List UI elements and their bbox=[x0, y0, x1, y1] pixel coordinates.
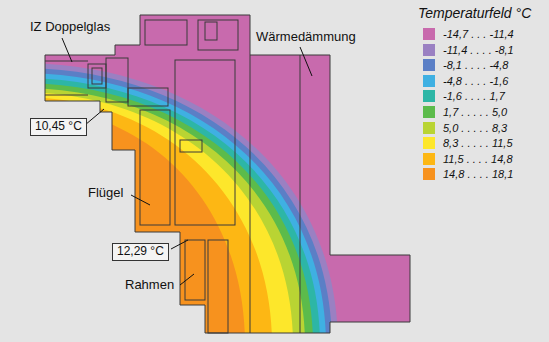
leader-line bbox=[180, 274, 194, 285]
sash-chamber bbox=[106, 58, 128, 102]
frame-chamber bbox=[205, 22, 217, 40]
band bbox=[20, 0, 549, 342]
legend-text: -4,8 . . . . -1,6 bbox=[443, 74, 508, 88]
band bbox=[20, 0, 549, 342]
glass-pane bbox=[45, 95, 88, 96]
frame-chamber bbox=[180, 140, 202, 152]
temperature-box: 12,29 °C bbox=[112, 243, 169, 261]
band bbox=[20, 0, 549, 342]
frame-chamber bbox=[198, 20, 238, 50]
leader-line bbox=[171, 240, 188, 249]
band bbox=[20, 0, 549, 342]
legend-swatch bbox=[423, 153, 435, 165]
legend-text: -1,6 . . . . 1,7 bbox=[443, 89, 505, 103]
profile-outlines bbox=[45, 15, 410, 333]
frame-edge bbox=[250, 55, 251, 333]
legend-text: 14,8 . . . . 18,1 bbox=[443, 167, 513, 181]
band bbox=[20, 0, 549, 342]
legend-title: Temperaturfeld °C bbox=[418, 5, 531, 21]
legend-text: -14,7 . . . -11,4 bbox=[443, 27, 514, 41]
section-outline bbox=[45, 15, 410, 333]
legend-swatch bbox=[423, 59, 435, 71]
band bbox=[20, 0, 549, 342]
spacer bbox=[88, 64, 106, 88]
spacer bbox=[92, 68, 102, 84]
sash-chamber bbox=[128, 88, 168, 106]
legend-text: 11,5 . . . . 14,8 bbox=[443, 152, 513, 166]
sash-chamber bbox=[140, 110, 170, 225]
legend-swatch bbox=[423, 106, 435, 118]
legend-swatch bbox=[423, 90, 435, 102]
leader-line bbox=[300, 47, 312, 76]
legend-swatch bbox=[423, 137, 435, 149]
leader-line bbox=[131, 195, 150, 205]
band bbox=[20, 0, 549, 342]
legend-text: 1,7 . . . . . 5,0 bbox=[443, 105, 507, 119]
part-label: IZ Doppelglas bbox=[30, 20, 110, 35]
part-label: Wärmedämmung bbox=[256, 30, 356, 45]
temperature-value: 10,45 °C bbox=[31, 119, 86, 135]
frame-chamber bbox=[208, 240, 228, 333]
legend-text: -11,4 . . . . -8,1 bbox=[443, 43, 514, 57]
legend-text: -8,1 . . . . -4,8 bbox=[443, 58, 508, 72]
legend-text: 8,3 . . . . . 11,5 bbox=[443, 136, 513, 150]
leader-line bbox=[85, 109, 104, 125]
legend-text: 5,0 . . . . . 8,3 bbox=[443, 121, 507, 135]
insulation-edge bbox=[300, 55, 301, 333]
temperature-box: 10,45 °C bbox=[30, 118, 87, 136]
legend-swatch bbox=[423, 168, 435, 180]
temperature-value: 12,29 °C bbox=[113, 244, 168, 260]
part-label: Flügel bbox=[88, 186, 123, 201]
legend-swatch bbox=[423, 28, 435, 40]
leader-line bbox=[62, 38, 72, 62]
frame-chamber bbox=[185, 240, 205, 300]
frame-chamber bbox=[175, 60, 235, 225]
part-label: Rahmen bbox=[125, 278, 174, 293]
leader-lines bbox=[62, 38, 312, 285]
legend-swatch bbox=[423, 44, 435, 56]
band bbox=[20, 0, 549, 342]
legend-swatch bbox=[423, 122, 435, 134]
band bbox=[20, 0, 549, 342]
legend-swatch bbox=[423, 75, 435, 87]
frame-chamber bbox=[145, 20, 187, 45]
glass-pane bbox=[45, 61, 88, 62]
